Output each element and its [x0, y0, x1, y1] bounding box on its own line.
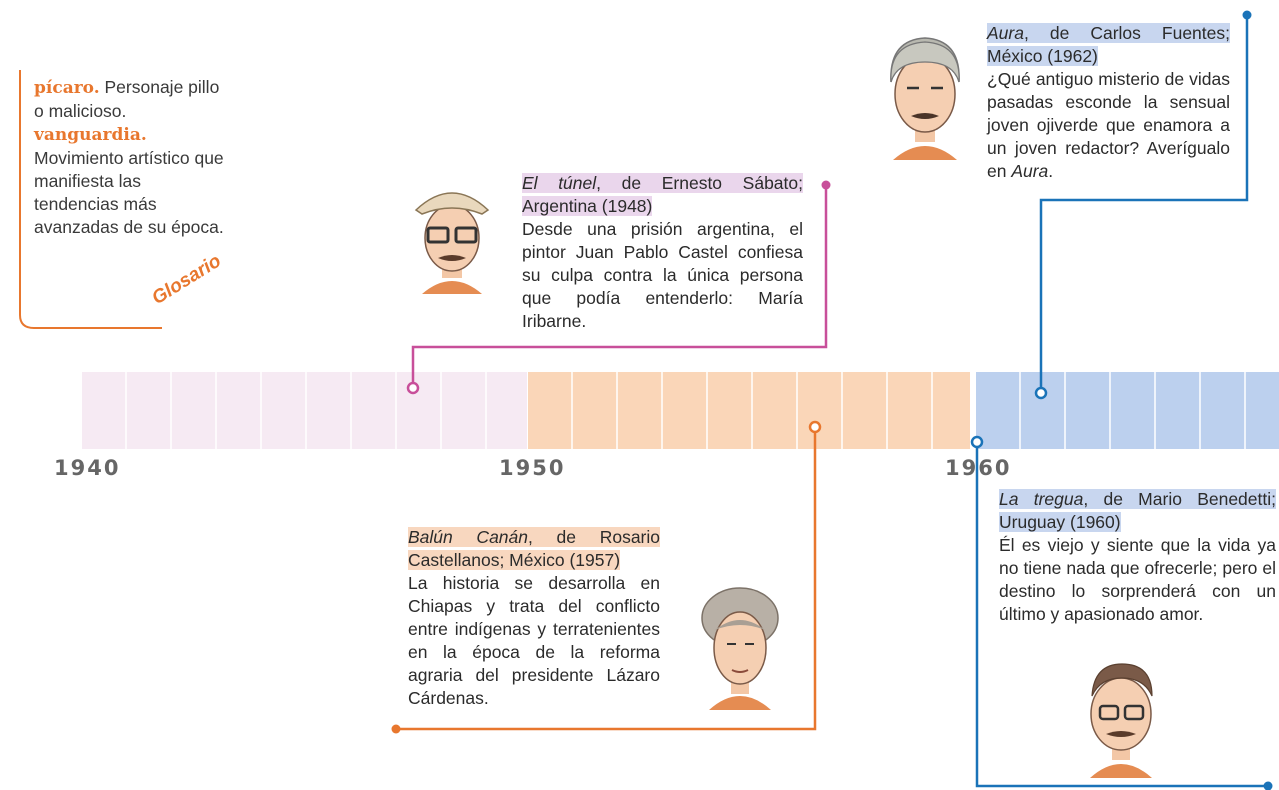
entry-tunel-description: Desde una prisión argentina, el pintor J… — [522, 219, 803, 331]
entry-balun-author: , de Rosario — [528, 527, 660, 547]
connector-aura — [1039, 16, 1249, 390]
entry-aura-place: México (1962) — [987, 46, 1098, 66]
entry-tunel-title: El túnel — [522, 173, 597, 193]
timeline-band-1960s — [976, 372, 1279, 449]
glossary-term-picaro: pícaro. — [34, 78, 100, 98]
endpoint-tunel — [821, 180, 831, 190]
entry-balun-place: Castellanos; México (1957) — [408, 550, 621, 570]
marker-tunel — [406, 381, 420, 395]
marker-balun — [808, 420, 822, 434]
entry-balun-title: Balún Canán — [408, 527, 529, 547]
entry-tunel-place: Argentina (1948) — [522, 196, 653, 216]
entry-balun-description: La historia se desarrolla en Chiapas y t… — [408, 573, 660, 708]
portrait-fuentes — [890, 37, 960, 160]
entry-tregua-author: , de Mario Benedetti; — [1083, 489, 1276, 509]
year-label-1940: 1940 — [54, 456, 121, 480]
timeline-band-1940s — [82, 372, 527, 449]
entry-tregua-description: Él es viejo y siente que la vida ya no t… — [999, 535, 1276, 624]
marker-aura — [1034, 386, 1048, 400]
entry-tregua-title: La tregua — [999, 489, 1084, 509]
glossary-text: pícaro. Personaje pillo o malicioso. van… — [34, 76, 224, 239]
connector-tunel — [411, 186, 828, 385]
entry-tunel: El túnel, de Ernesto Sábato; Argentina (… — [522, 172, 803, 333]
portrait-castellanos — [701, 587, 779, 710]
entry-tregua: La tregua, de Mario Benedetti; Uruguay (… — [999, 488, 1276, 626]
portrait-benedetti — [1090, 663, 1153, 778]
entry-aura-description-title: Aura — [1011, 161, 1049, 181]
year-label-1950: 1950 — [499, 456, 566, 480]
entry-aura-header: Aura, de Carlos Fuentes; México (1962) — [987, 23, 1230, 66]
glossary-term-vanguardia: vanguardia. — [34, 125, 147, 145]
marker-tregua — [970, 435, 984, 449]
entry-tunel-header: El túnel, de Ernesto Sábato; Argentina (… — [522, 173, 803, 216]
endpoint-tregua — [1263, 781, 1273, 790]
entry-balun-header: Balún Canán, de Rosario Castellanos; Méx… — [408, 527, 660, 570]
endpoint-balun — [391, 724, 401, 734]
entry-aura-author: , de Carlos Fuentes; — [1023, 23, 1230, 43]
entry-aura: Aura, de Carlos Fuentes; México (1962) ¿… — [987, 22, 1230, 183]
glossary-bracket — [19, 70, 162, 329]
connector-balun — [396, 430, 817, 731]
glossary-definition-vanguardia: Movimiento artístico que manifiesta las … — [34, 148, 224, 237]
portrait-sabato — [414, 192, 490, 294]
entry-aura-title: Aura — [987, 23, 1024, 43]
glossary-definition-picaro: Personaje pillo o malicioso. — [34, 77, 220, 121]
endpoint-aura — [1242, 10, 1252, 20]
entry-aura-description: ¿Qué antiguo misterio de vidas pasadas e… — [987, 69, 1230, 181]
connector-tregua — [975, 445, 1268, 788]
entry-tregua-header: La tregua, de Mario Benedetti; Uruguay (… — [999, 489, 1276, 532]
entry-tunel-author: , de Ernesto Sábato; — [596, 173, 803, 193]
entry-aura-description-end: . — [1048, 161, 1054, 181]
timeline-band-1950s — [528, 372, 970, 449]
entry-balun: Balún Canán, de Rosario Castellanos; Méx… — [408, 526, 660, 710]
entry-tregua-place: Uruguay (1960) — [999, 512, 1121, 532]
glossary: pícaro. Personaje pillo o malicioso. van… — [12, 70, 252, 340]
